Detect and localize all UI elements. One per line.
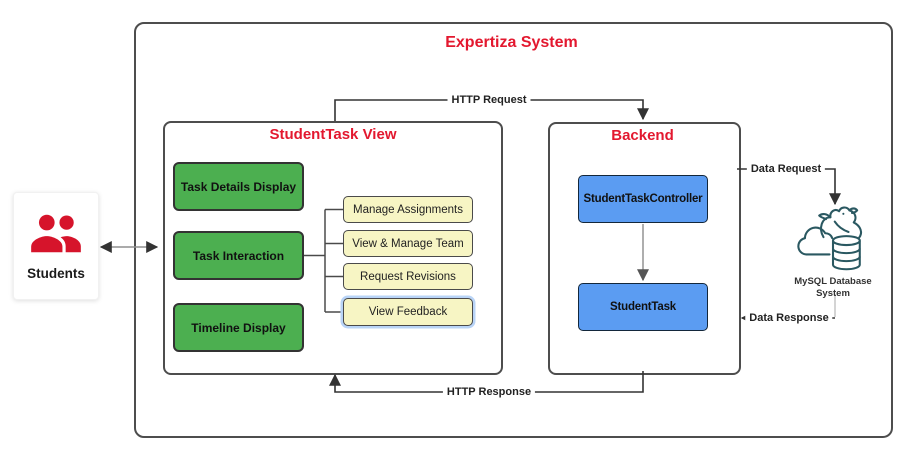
node-timeline-display: Timeline Display [173, 303, 304, 352]
edge-label-data-request: Data Request [746, 163, 826, 175]
node-task-details-display: Task Details Display [173, 162, 304, 211]
backend-title: Backend [611, 127, 674, 144]
node-studenttask-model: StudentTask [578, 283, 708, 331]
edge-label-http-response: HTTP Response [442, 386, 536, 398]
node-manage-assignments: Manage Assignments [343, 196, 473, 223]
mysql-database: MySQL Database System [786, 203, 880, 300]
students-people-icon [31, 214, 81, 252]
node-task-interaction: Task Interaction [173, 231, 304, 280]
backend-container [548, 122, 741, 375]
studenttask-view-title: StudentTask View [269, 126, 397, 143]
node-request-revisions: Request Revisions [343, 263, 473, 290]
diagram-title: Expertiza System [445, 34, 578, 51]
students-actor-card: Students [13, 192, 99, 300]
edge-label-data-response: Data Response [745, 312, 833, 324]
node-studenttask-controller: StudentTaskController [578, 175, 708, 223]
node-view-feedback: View Feedback [343, 298, 473, 326]
node-view-manage-team: View & Manage Team [343, 230, 473, 257]
edge-label-http-request: HTTP Request [447, 94, 531, 106]
mysql-database-label: MySQL Database System [794, 276, 872, 299]
students-label: Students [27, 265, 85, 281]
mysql-database-icon [797, 206, 863, 271]
